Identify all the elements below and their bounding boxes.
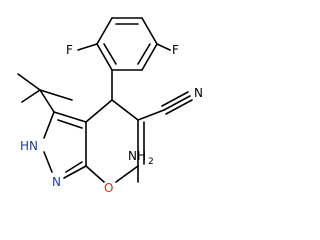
bond-ph-5 (141, 43, 158, 71)
bond-n1-c7a (63, 165, 87, 179)
bond-c4-c5 (111, 99, 139, 121)
molecule-drawing: F F N NH 2 HN N O (17, 17, 203, 195)
bond-c3-n2 (43, 111, 55, 139)
bond-c4a-c3 (53, 111, 87, 123)
bond-cq-me2 (39, 89, 73, 101)
difluorophenyl-ring (96, 17, 158, 71)
bond-o-c7a (85, 165, 105, 183)
bond-c-f-right (156, 43, 171, 51)
bond-cn-triple-2 (165, 99, 193, 115)
bond-c4a-c3-inner (57, 119, 83, 129)
bond-ph-6 (141, 17, 158, 45)
bond-cn-triple-1 (163, 95, 191, 111)
bond-cq-me3 (21, 89, 41, 103)
bond-c6-o (115, 165, 139, 183)
bond-n2-n1 (43, 151, 53, 173)
bond-ph-inner-3 (137, 43, 151, 65)
pyrazole-nh-label: HN (20, 139, 38, 153)
bond-cq-me1 (17, 73, 41, 91)
bond-c3-cq (39, 89, 55, 113)
pyran-oxygen-label: O (104, 181, 113, 195)
nitrile-nitrogen-label: N (194, 86, 203, 100)
bond-ph-2 (96, 17, 113, 45)
bond-n1-c7a-inner (65, 161, 83, 173)
structure-svg: F F N NH 2 HN N O (17, 17, 203, 195)
pyrazole-n-label: N (52, 175, 61, 189)
bond-ph-inner-2 (103, 43, 117, 65)
bond-ph-3 (96, 43, 113, 71)
amino-subscript-label: 2 (148, 157, 154, 167)
fluorine-left-label: F (66, 43, 73, 57)
bond-c-f-left (77, 43, 98, 51)
bond-cn-triple-3 (161, 91, 189, 107)
bond-c4-c4a (85, 99, 113, 123)
amino-nh-label: NH (128, 149, 146, 163)
bond-c5-cn (137, 109, 165, 121)
fluorine-right-label: F (172, 43, 179, 57)
